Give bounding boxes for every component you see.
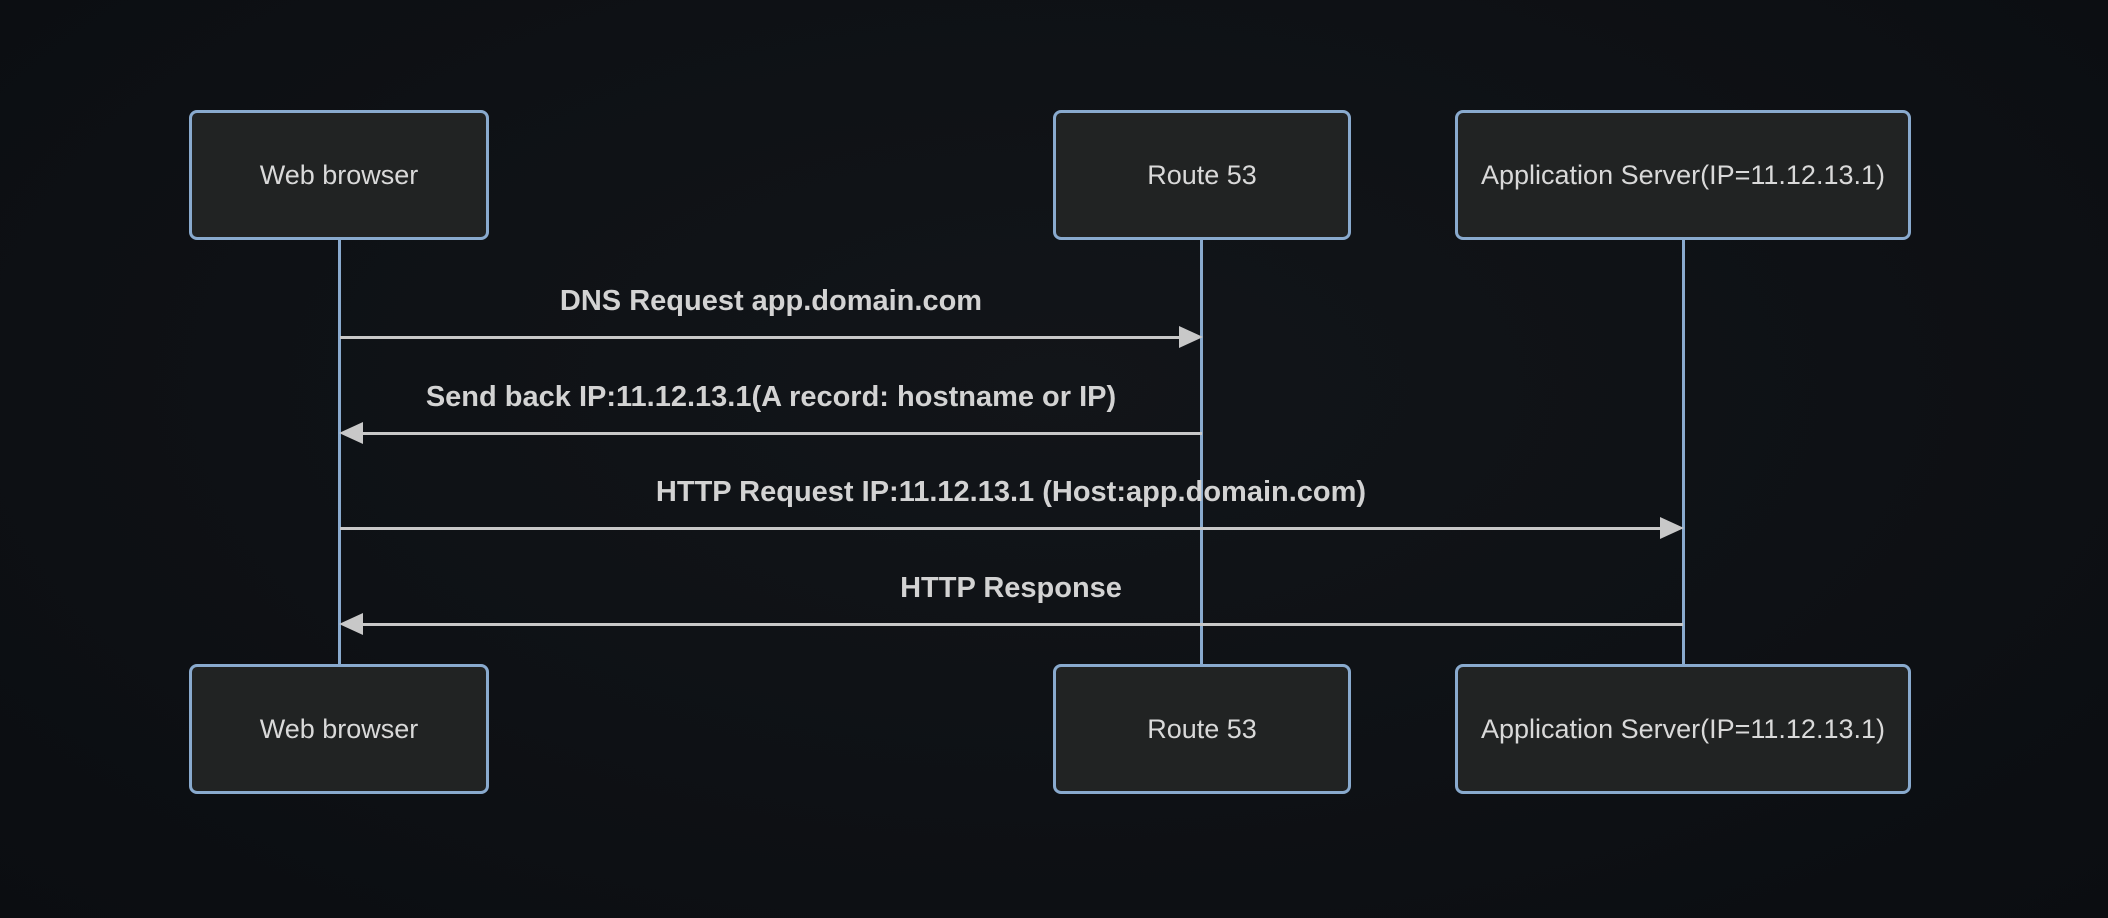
- message-line-http-response: [363, 623, 1683, 626]
- message-label-http-response: HTTP Response: [900, 572, 1122, 604]
- message-label-send-back-ip: Send back IP:11.12.13.1(A record: hostna…: [425, 381, 1117, 413]
- lifeline-web-browser: [338, 240, 341, 664]
- actor-label-web-browser: Web browser: [259, 713, 419, 744]
- actor-box-top-route-53: Route 53: [1053, 110, 1351, 240]
- actor-box-bottom-application-server: Application Server(IP=11.12.13.1): [1455, 664, 1911, 794]
- message-line-send-back-ip: [363, 432, 1202, 435]
- arrowhead-left-icon: [339, 422, 363, 444]
- actor-box-bottom-route-53: Route 53: [1053, 664, 1351, 794]
- actor-box-top-web-browser: Web browser: [189, 110, 489, 240]
- message-line-http-request: [340, 527, 1660, 530]
- actor-box-top-application-server: Application Server(IP=11.12.13.1): [1455, 110, 1911, 240]
- message-line-dns-request: [340, 336, 1180, 339]
- actor-box-bottom-web-browser: Web browser: [189, 664, 489, 794]
- actor-label-application-server: Application Server(IP=11.12.13.1): [1481, 713, 1885, 744]
- actor-label-web-browser: Web browser: [259, 159, 419, 190]
- lifeline-route-53: [1200, 240, 1203, 664]
- message-label-dns-request: DNS Request app.domain.com: [559, 285, 983, 317]
- arrowhead-left-icon: [339, 613, 363, 635]
- lifeline-application-server: [1682, 240, 1685, 664]
- message-label-http-request: HTTP Request IP:11.12.13.1 (Host:app.dom…: [655, 476, 1367, 508]
- actor-label-application-server: Application Server(IP=11.12.13.1): [1481, 159, 1885, 190]
- arrowhead-right-icon: [1660, 517, 1684, 539]
- actor-label-route-53: Route 53: [1147, 159, 1257, 190]
- arrowhead-right-icon: [1179, 326, 1203, 348]
- actor-label-route-53: Route 53: [1147, 713, 1257, 744]
